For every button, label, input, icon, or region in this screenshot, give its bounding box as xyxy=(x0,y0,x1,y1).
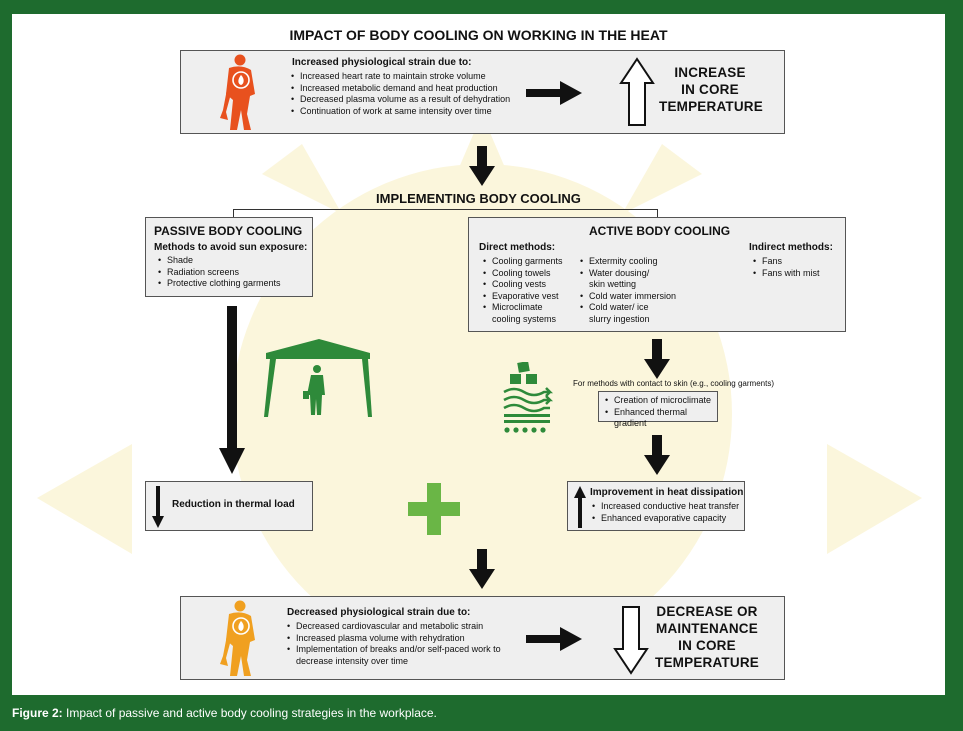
list-item: Increased plasma volume with rehydration xyxy=(287,633,502,645)
strain-decrease-box: Decreased physiological strain due to: D… xyxy=(180,596,785,680)
result-line: DECREASE OR xyxy=(656,604,758,619)
list-item: Shade xyxy=(158,255,281,267)
list-item: Fans xyxy=(753,256,820,268)
list-item: Cold water/ ice slurry ingestion xyxy=(580,302,669,325)
list-item: Extermity cooling xyxy=(580,256,690,268)
active-title: ACTIVE BODY COOLING xyxy=(589,224,731,238)
down-arrow-icon xyxy=(469,146,495,186)
down-arrow-icon xyxy=(469,549,495,589)
result-line: TEMPERATURE xyxy=(655,655,759,670)
right-arrow-icon xyxy=(526,627,582,651)
list-item: Cooling garments xyxy=(483,256,578,268)
list-item: Enhanced thermal gradient xyxy=(605,407,717,430)
right-arrow-icon xyxy=(526,81,582,105)
strain-increase-box: Increased physiological strain due to: I… xyxy=(180,50,785,134)
passive-heading: Methods to avoid sun exposure: xyxy=(154,242,308,253)
strain-decrease-heading: Decreased physiological strain due to: xyxy=(287,607,471,618)
improvement-box: Improvement in heat dissipation Increase… xyxy=(567,481,745,531)
list-item: Increased heart rate to maintain stroke … xyxy=(291,71,510,83)
result-line: IN CORE xyxy=(678,638,736,653)
indirect-methods-heading: Indirect methods: xyxy=(749,242,833,253)
list-item: Increased metabolic demand and heat prod… xyxy=(291,83,510,95)
direct-methods-heading: Direct methods: xyxy=(479,242,556,253)
passive-cooling-box: PASSIVE BODY COOLING Methods to avoid su… xyxy=(145,217,313,297)
list-item: Cooling towels xyxy=(483,268,578,280)
improvement-heading: Improvement in heat dissipation xyxy=(590,487,744,498)
direct-methods-list-1: Cooling garments Cooling towels Cooling … xyxy=(483,256,578,325)
up-small-arrow-icon xyxy=(574,486,586,528)
reduction-label: Reduction in thermal load xyxy=(172,499,295,510)
strain-increase-heading: Increased physiological strain due to: xyxy=(292,57,472,68)
result-line: MAINTENANCE xyxy=(656,621,758,636)
caption-label: Figure 2: xyxy=(12,706,63,720)
cooling-garment-icon xyxy=(503,362,554,433)
active-cooling-box: ACTIVE BODY COOLING Direct methods: Cool… xyxy=(468,217,846,332)
connector-line xyxy=(233,209,658,211)
worker-cool-icon xyxy=(220,600,255,676)
list-item: Implementation of breaks and/or self-pac… xyxy=(287,644,501,667)
list-item: Decreased plasma volume as a result of d… xyxy=(291,94,510,106)
caption-text: Impact of passive and active body coolin… xyxy=(62,706,437,720)
decrease-core-temp-label: DECREASE OR MAINTENANCE IN CORE TEMPERAT… xyxy=(653,603,761,671)
passive-list: Shade Radiation screens Protective cloth… xyxy=(158,255,281,290)
connector-line xyxy=(657,209,659,217)
list-item: Continuation of work at same intensity o… xyxy=(291,106,510,118)
down-arrow-outline-icon xyxy=(613,606,649,675)
list-item: Water dousing/ skin wetting xyxy=(580,268,664,291)
result-line: TEMPERATURE xyxy=(659,99,763,114)
contact-effects-box: Creation of microclimate Enhanced therma… xyxy=(598,391,718,428)
list-item: Protective clothing garments xyxy=(158,278,281,290)
down-arrow-icon xyxy=(644,339,670,379)
up-arrow-outline-icon xyxy=(619,57,655,126)
list-item: Cooling vests xyxy=(483,279,578,291)
result-line: IN CORE xyxy=(681,82,739,97)
list-item: Enhanced evaporative capacity xyxy=(592,513,739,525)
canopy-shade-icon xyxy=(264,339,372,417)
reduction-box: Reduction in thermal load xyxy=(145,481,313,531)
list-item: Radiation screens xyxy=(158,267,281,279)
list-item: Creation of microclimate xyxy=(605,395,717,407)
improvement-list: Increased conductive heat transfer Enhan… xyxy=(592,501,739,524)
direct-methods-list-2: Extermity cooling Water dousing/ skin we… xyxy=(580,256,690,325)
implementing-heading: IMPLEMENTING BODY COOLING xyxy=(376,191,581,206)
down-small-arrow-icon xyxy=(152,486,164,528)
strain-decrease-list: Decreased cardiovascular and metabolic s… xyxy=(287,621,502,667)
list-item: Evaporative vest xyxy=(483,291,578,303)
passive-title: PASSIVE BODY COOLING xyxy=(154,224,303,238)
connector-line xyxy=(233,209,235,217)
diagram-title: IMPACT OF BODY COOLING ON WORKING IN THE… xyxy=(289,27,668,43)
strain-increase-list: Increased heart rate to maintain stroke … xyxy=(291,71,510,117)
result-line: INCREASE xyxy=(674,65,746,80)
diagram-panel: IMPACT OF BODY COOLING ON WORKING IN THE… xyxy=(12,14,945,695)
indirect-methods-list: Fans Fans with mist xyxy=(753,256,820,279)
contact-note: For methods with contact to skin (e.g., … xyxy=(573,379,774,388)
worker-hot-icon xyxy=(220,54,255,130)
increase-core-temp-label: INCREASE IN CORE TEMPERATURE xyxy=(659,64,763,115)
list-item: Increased conductive heat transfer xyxy=(592,501,739,513)
list-item: Decreased cardiovascular and metabolic s… xyxy=(287,621,502,633)
list-item: Fans with mist xyxy=(753,268,820,280)
list-item: Microclimate cooling systems xyxy=(483,302,562,325)
list-item: Cold water immersion xyxy=(580,291,690,303)
figure-caption: Figure 2: Impact of passive and active b… xyxy=(12,706,437,720)
down-arrow-icon xyxy=(644,435,670,475)
plus-icon xyxy=(408,483,460,535)
down-arrow-long-icon xyxy=(219,306,245,474)
contact-effects-list: Creation of microclimate Enhanced therma… xyxy=(605,395,717,430)
